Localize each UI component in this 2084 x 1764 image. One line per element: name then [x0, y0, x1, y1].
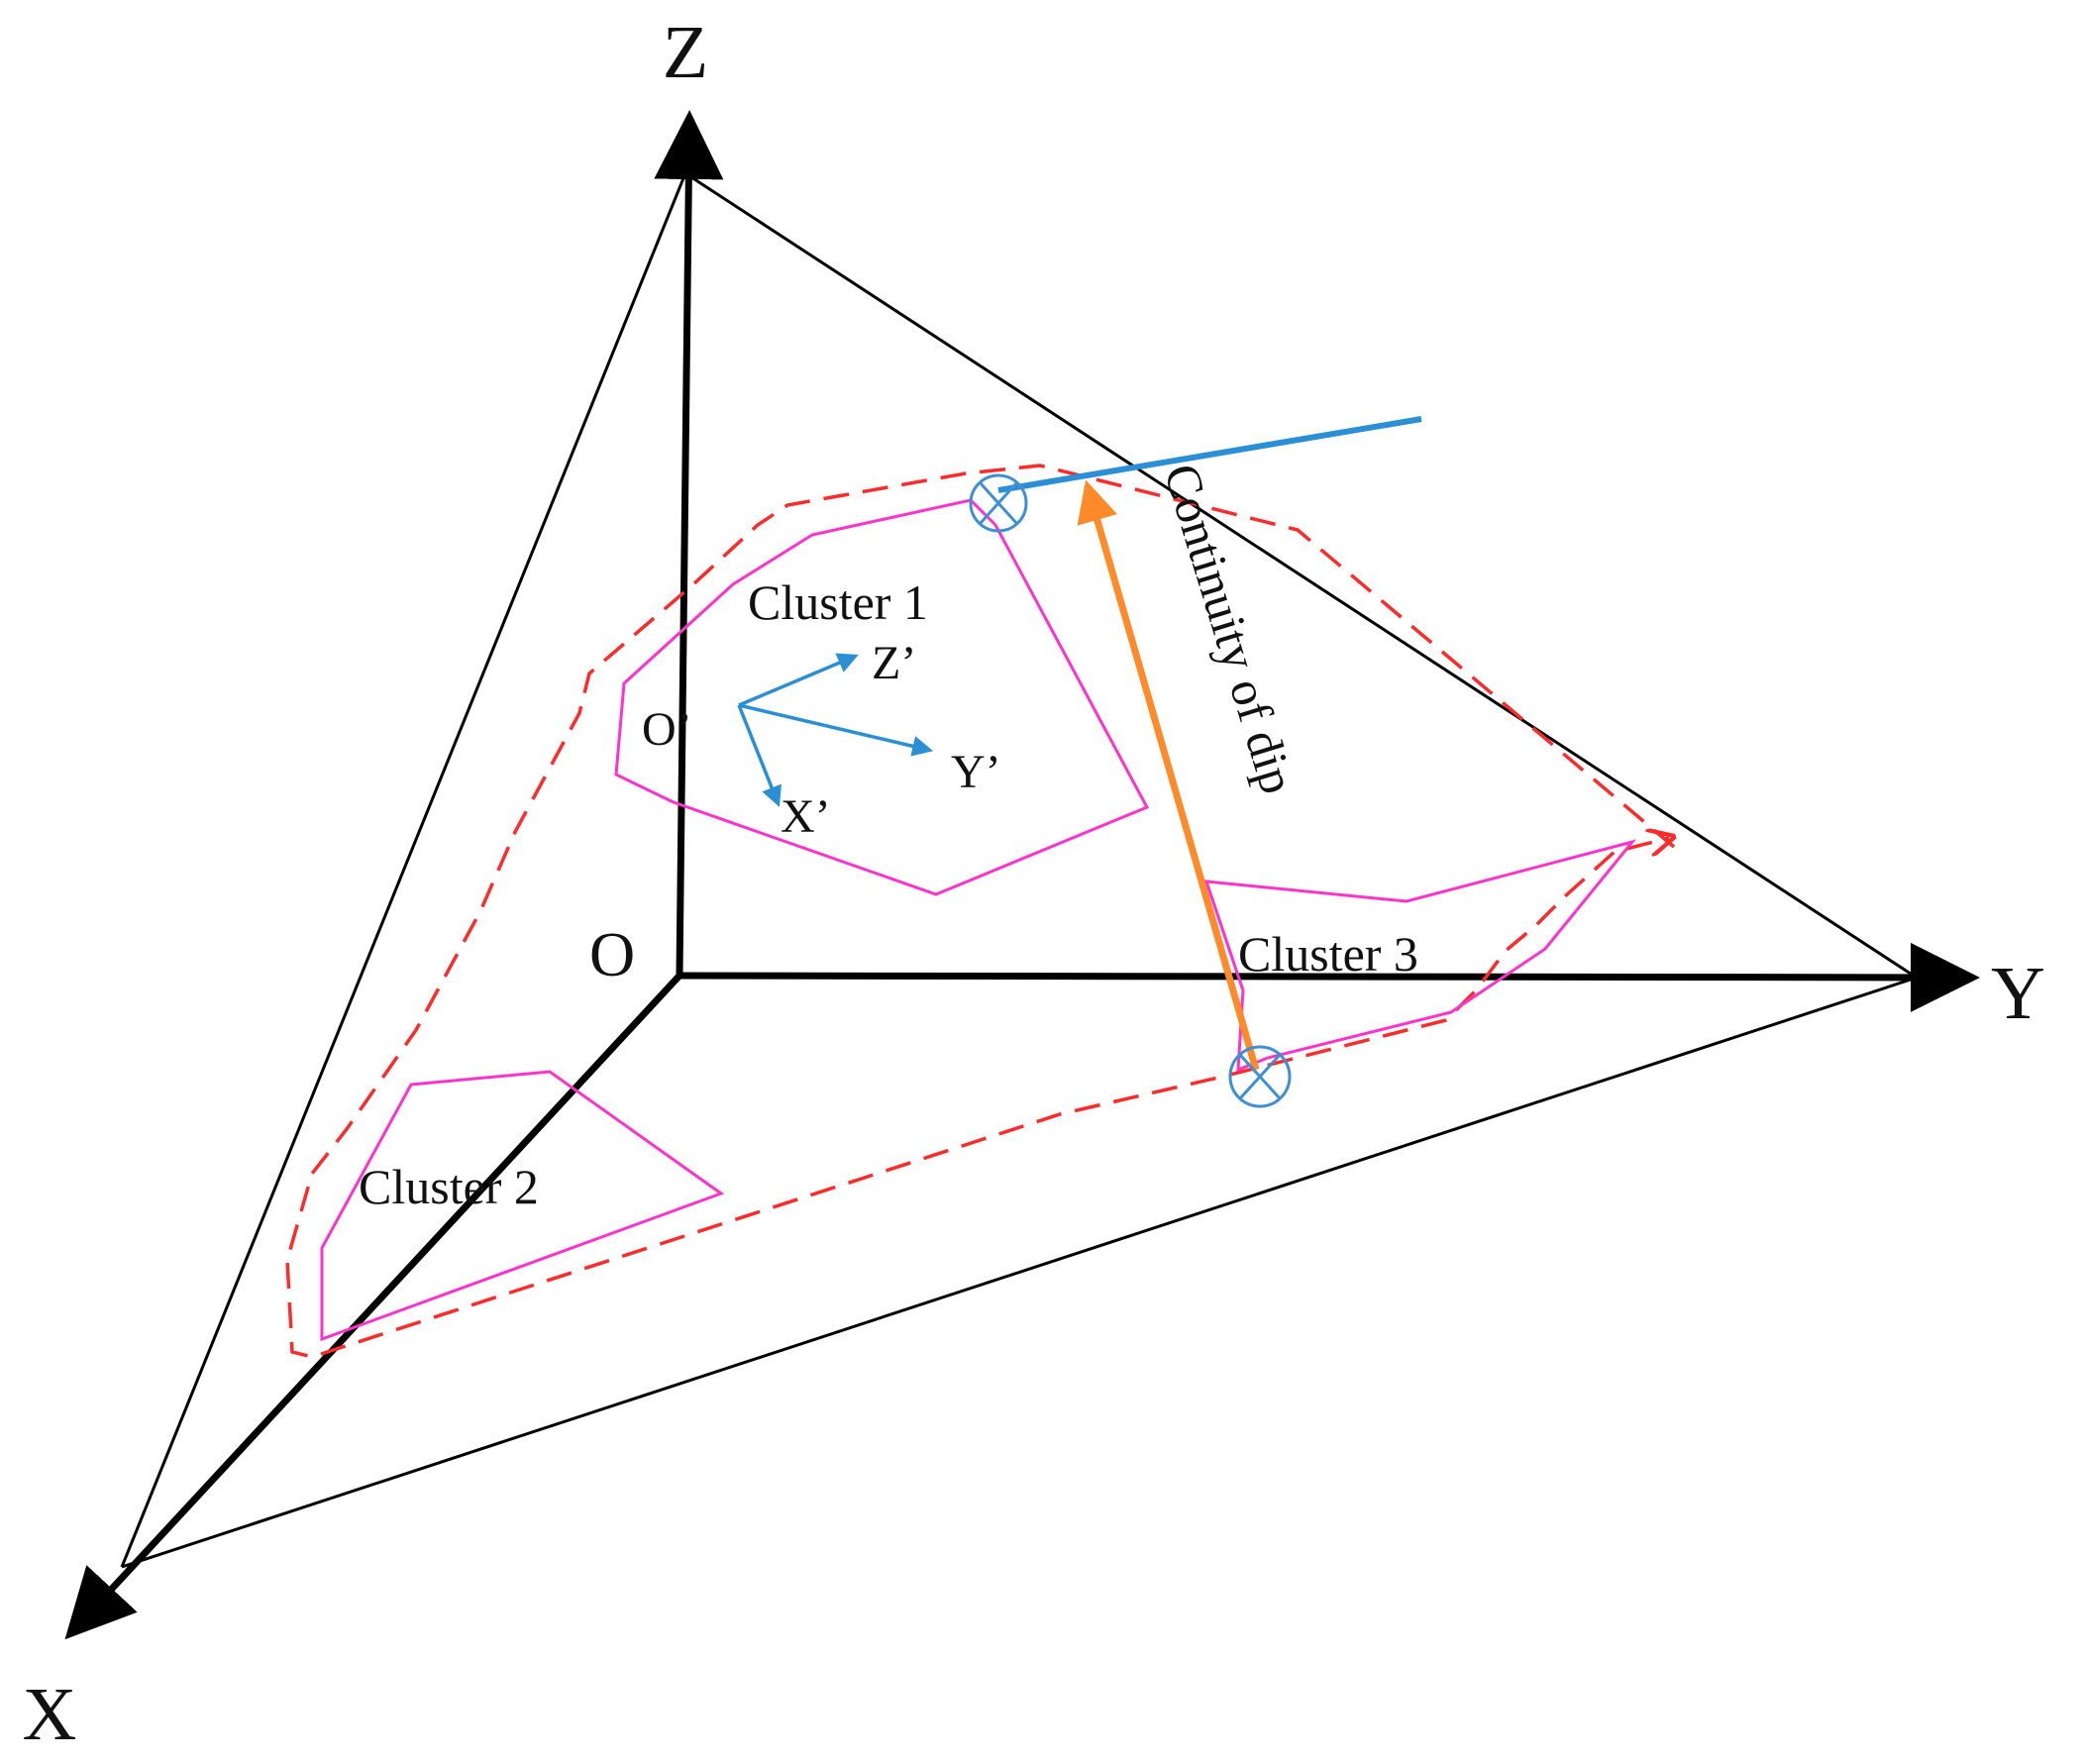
local-y-axis [738, 703, 934, 757]
y-axis [678, 942, 1980, 1012]
cluster-3-label: Cluster 3 [1238, 926, 1418, 982]
local-z-axis [738, 653, 859, 707]
marker-bottom-circle [1228, 1045, 1292, 1108]
plane-triangle [120, 171, 1918, 1569]
cluster-boundary-dashed [285, 464, 1674, 1359]
marker-bottom-cross-b [1238, 1053, 1282, 1100]
plane-edge-z-x [120, 172, 687, 1568]
continuity-arrow [1077, 479, 1260, 1071]
local-y-label: Y’ [951, 746, 1001, 798]
main-axes [64, 110, 1980, 1640]
marker-top-circle [969, 473, 1028, 533]
marker-top-cross-b [979, 481, 1018, 525]
z-axis-label: Z [663, 11, 708, 94]
plane-edge-x-y [121, 976, 1918, 1569]
continuity-label: Continuity of dip [1153, 458, 1305, 800]
x-axis-label: X [23, 1673, 77, 1756]
local-x-axis [737, 704, 782, 807]
x-axis [64, 973, 682, 1640]
z-axis [654, 110, 724, 977]
cluster-1-label: Cluster 1 [748, 574, 928, 630]
local-z-label: Z’ [872, 637, 916, 689]
marker-top [969, 473, 1028, 533]
local-x-label: X’ [781, 790, 831, 843]
y-axis-label: Y [1991, 952, 2045, 1035]
marker-bottom [1228, 1045, 1292, 1108]
trace-line [997, 416, 1422, 493]
cluster-2-outline [320, 1070, 725, 1342]
cluster-1-outline [614, 498, 1150, 896]
origin-label: O [589, 919, 635, 989]
plane-edge-z-y [684, 171, 1918, 980]
local-origin-label: O’ [642, 703, 692, 756]
cluster-2-label: Cluster 2 [359, 1159, 539, 1214]
local-axes [737, 653, 934, 807]
